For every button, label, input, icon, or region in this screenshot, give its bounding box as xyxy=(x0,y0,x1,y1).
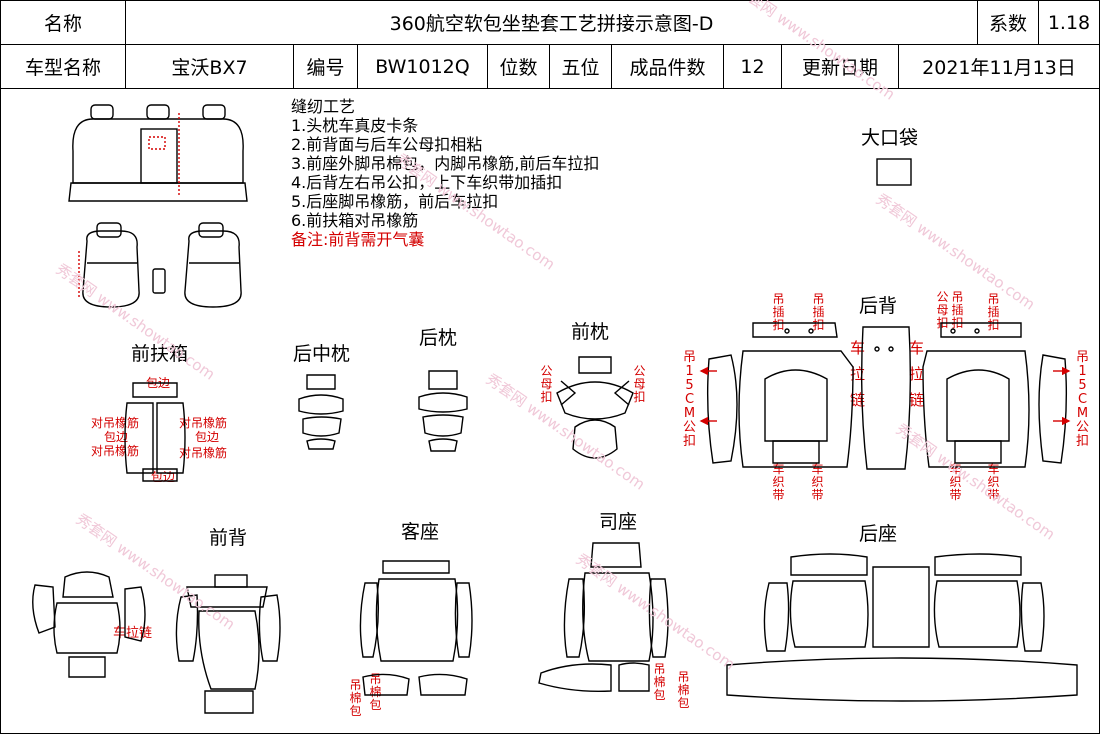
note-rearback-buckle-4: 吊插扣 xyxy=(987,292,1000,332)
note-armrest-binding-left: 包边 xyxy=(104,430,129,444)
note-rearback-webbing-3: 车织带 xyxy=(949,462,962,502)
note-armrest-elastic-left-2: 对吊橡筋 xyxy=(91,444,140,458)
note-rearback-hang-left: 吊15CM公扣 xyxy=(683,350,697,449)
notes-item: 4.后背左右吊公扣，上下车织带加插扣 xyxy=(291,173,563,192)
overview-rear-seat-sketch xyxy=(68,104,248,202)
label-passenger-seat: 客座 xyxy=(401,521,440,543)
rear-mid-headrest-pieces xyxy=(298,374,344,450)
code-value: BW1012Q xyxy=(358,45,488,89)
notes-item: 6.前扶箱对吊橡筋 xyxy=(291,211,419,230)
pieces-label: 成品件数 xyxy=(612,45,724,89)
front-headrest-pieces xyxy=(556,356,634,459)
note-driver-pad-2: 吊棉包 xyxy=(677,670,690,710)
label-rear-headrest: 后枕 xyxy=(419,327,458,349)
note-rearback-webbing-4: 车织带 xyxy=(987,462,1000,502)
note-rearback-snap: 公母扣 xyxy=(936,290,949,330)
model-value: 宝沃BX7 xyxy=(126,45,294,89)
note-rearback-zip-right: 车拉链 xyxy=(909,339,925,409)
model-label: 车型名称 xyxy=(1,45,126,89)
pieces-value: 12 xyxy=(724,45,782,89)
note-armrest-binding-bottom: 包边 xyxy=(151,470,176,484)
coef-label: 系数 xyxy=(978,1,1039,45)
notes-title: 缝纫工艺 xyxy=(291,97,356,116)
front-back-pieces xyxy=(32,571,281,714)
label-front-headrest: 前枕 xyxy=(571,321,610,343)
big-pocket-piece xyxy=(876,158,912,186)
header-table: 名称 360航空软包坐垫套工艺拼接示意图-D 系数 1.18 车型名称 宝沃BX… xyxy=(1,1,1099,89)
note-rearback-buckle-1: 吊插扣 xyxy=(772,292,785,332)
label-front-back: 前背 xyxy=(209,527,248,549)
front-armrest-pieces xyxy=(124,382,186,482)
date-label: 更新日期 xyxy=(782,45,899,89)
name-label: 名称 xyxy=(1,1,126,45)
note-driver-pad-1: 吊棉包 xyxy=(653,662,666,702)
sewing-notes: 缝纫工艺 1.头枕车真皮卡条 2.前背面与后车公母扣相粘 3.前座外脚吊棉包，内… xyxy=(291,97,599,249)
note-armrest-elastic-left: 对吊橡筋 xyxy=(91,416,140,430)
passenger-seat-pieces xyxy=(359,560,473,696)
rear-back-pieces xyxy=(706,322,1068,470)
label-big-pocket: 大口袋 xyxy=(861,127,919,149)
note-rearback-hang-right: 吊15CM公扣 xyxy=(1076,350,1090,449)
note-rearback-buckle-3: 吊插扣 xyxy=(951,290,964,330)
note-armrest-elastic-right-2: 对吊橡筋 xyxy=(179,446,228,460)
label-driver-seat: 司座 xyxy=(599,511,638,533)
coef-value: 1.18 xyxy=(1039,1,1099,45)
notes-item: 1.头枕车真皮卡条 xyxy=(291,116,419,135)
note-passenger-pad-1: 吊棉包 xyxy=(349,678,362,718)
note-headrest-snap-left: 公母扣 xyxy=(540,364,553,404)
note-rearback-buckle-2: 吊插扣 xyxy=(812,292,825,332)
date-value: 2021年11月13日 xyxy=(899,45,1099,89)
label-rear-seat: 后座 xyxy=(859,523,898,545)
notes-item: 5.后座脚吊橡筋，前后车拉扣 xyxy=(291,192,499,211)
notes-item: 2.前背面与后车公母扣相粘 xyxy=(291,135,483,154)
note-armrest-binding-right: 包边 xyxy=(195,430,220,444)
sheet-title: 360航空软包坐垫套工艺拼接示意图-D xyxy=(126,1,978,45)
seats-value: 五位 xyxy=(550,45,612,89)
rear-headrest-pieces xyxy=(418,370,468,452)
seats-label: 位数 xyxy=(488,45,550,89)
label-front-armrest: 前扶箱 xyxy=(131,343,189,365)
note-headrest-snap-right: 公母扣 xyxy=(633,364,646,404)
notes-remark: 备注:前背需开气囊 xyxy=(291,230,425,249)
notes-item: 3.前座外脚吊棉包，内脚吊橡筋,前后车拉扣 xyxy=(291,154,600,173)
rear-seat-pieces xyxy=(726,553,1078,702)
code-label: 编号 xyxy=(294,45,358,89)
driver-seat-pieces xyxy=(538,542,669,692)
rear-back-arrows xyxy=(699,366,1071,426)
label-rear-back: 后背 xyxy=(859,295,898,317)
label-rear-mid-headrest: 后中枕 xyxy=(293,343,351,365)
note-armrest-elastic-right: 对吊橡筋 xyxy=(179,416,228,430)
note-rearback-webbing-1: 车织带 xyxy=(772,462,785,502)
note-rearback-webbing-2: 车织带 xyxy=(811,462,824,502)
overview-front-seats-sketch xyxy=(78,222,242,308)
